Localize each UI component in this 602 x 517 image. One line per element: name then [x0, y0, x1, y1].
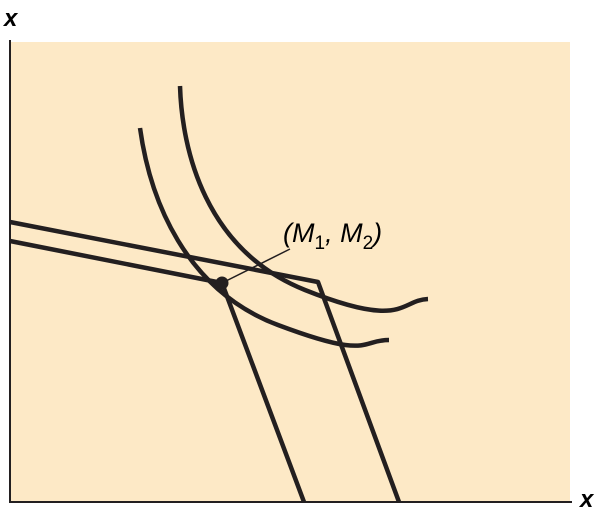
- optimum-point-marker: [215, 276, 229, 290]
- indifference-curve-upper: [177, 85, 429, 313]
- point-label: (M1, M2): [283, 218, 382, 254]
- x-axis-label: x: [578, 486, 595, 513]
- y-axis-label: x: [2, 5, 19, 32]
- label-pointer: [221, 248, 291, 284]
- budget-line-upper: [9, 219, 402, 503]
- indifference-curve-lower: [137, 127, 390, 348]
- plot-area: [10, 42, 570, 502]
